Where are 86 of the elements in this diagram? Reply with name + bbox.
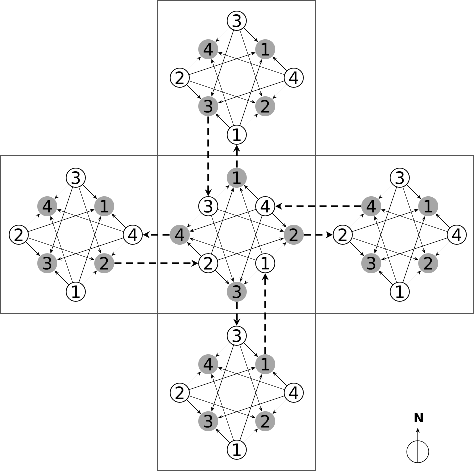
panel-frame (0, 156, 158, 314)
arrow (402, 216, 426, 283)
arrow (189, 52, 256, 76)
arrow (189, 396, 256, 418)
arrow (272, 56, 288, 72)
arrow (212, 60, 234, 126)
arrow (215, 270, 230, 285)
arrow (187, 213, 202, 228)
arrow (189, 367, 256, 390)
arrow (212, 345, 234, 412)
arrow (436, 242, 450, 256)
arrow (436, 214, 450, 228)
arrow (58, 209, 124, 232)
arrow (244, 114, 258, 128)
arrow (211, 188, 234, 254)
arrow (186, 56, 202, 72)
arrow (240, 188, 263, 254)
arrow (402, 187, 426, 254)
north-label: N (414, 413, 424, 423)
arrow (244, 270, 259, 285)
arrow (78, 187, 102, 254)
panel-frame (158, 0, 316, 156)
arrow (218, 238, 284, 261)
arrow (240, 374, 263, 441)
arrow (406, 270, 422, 286)
arrow (190, 238, 256, 261)
arrow (272, 400, 288, 414)
arrow (244, 342, 258, 358)
arrow (187, 242, 202, 257)
arrow (240, 30, 263, 96)
arrow (244, 428, 258, 444)
arrow (189, 80, 256, 104)
panel-frame (158, 313, 316, 471)
arrow (350, 214, 364, 228)
arrow (215, 185, 230, 200)
panel-frame (158, 156, 316, 314)
arrow (54, 270, 70, 286)
arrow (272, 213, 287, 228)
arrow (216, 28, 230, 42)
arrow (78, 216, 102, 283)
arrow (350, 242, 364, 256)
arrow (186, 84, 202, 100)
arrow (240, 345, 263, 412)
arrow (82, 184, 98, 200)
arrow (82, 270, 98, 286)
arrow (216, 428, 230, 444)
arrow (374, 216, 398, 283)
arrow (112, 242, 126, 256)
arrow (378, 270, 394, 286)
arrow (244, 185, 259, 200)
arrow (272, 242, 287, 257)
arrow (240, 60, 263, 126)
arrow (244, 28, 258, 42)
arrow (240, 216, 263, 282)
arrow (54, 184, 70, 200)
arrow (218, 52, 285, 76)
arrow (406, 184, 422, 200)
arrow (26, 242, 40, 256)
panel-frame (316, 156, 474, 314)
arrow (216, 114, 230, 128)
arrow (352, 238, 418, 260)
arrow (211, 216, 234, 282)
arrow (218, 367, 285, 390)
arrow (378, 184, 394, 200)
arrow (186, 400, 202, 414)
arrow (28, 209, 94, 232)
arrow (272, 372, 288, 386)
arrow (218, 209, 284, 232)
arrow (352, 209, 418, 232)
arrow (50, 216, 74, 283)
arrow (218, 396, 285, 418)
arrow (272, 84, 288, 100)
arrow (26, 214, 40, 228)
arrow (50, 187, 74, 254)
arrow (382, 238, 448, 260)
arrow (58, 238, 124, 260)
arrow (212, 30, 234, 96)
arrow (374, 187, 398, 254)
arrow (28, 238, 94, 260)
arrow (190, 209, 256, 232)
arrow (382, 209, 448, 232)
arrow (218, 80, 285, 104)
arrow (112, 214, 126, 228)
arrow (212, 374, 234, 441)
arrow (216, 342, 230, 358)
arrow (186, 372, 202, 386)
